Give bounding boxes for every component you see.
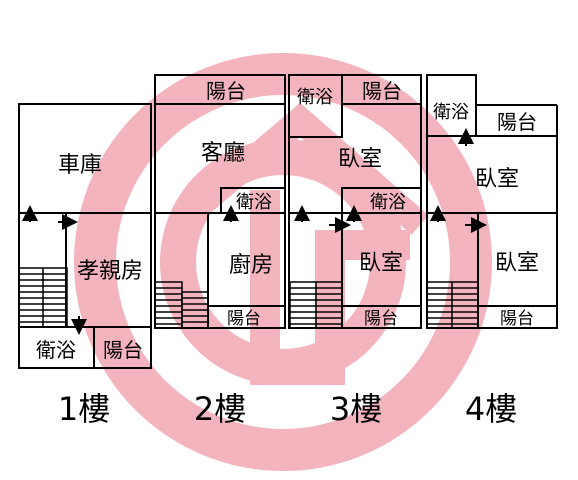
floor-4-balcony-top-label: 陽台	[497, 110, 537, 134]
floor-3-balcony-bottom-label: 陽台	[364, 309, 398, 329]
floor-3-stairs	[289, 281, 343, 329]
floor-3-bath-mid-label: 衛浴	[370, 192, 406, 213]
floor-1-balcony-label: 陽台	[103, 338, 143, 362]
floor-2-kitchen-label: 廚房	[229, 253, 273, 278]
floor-2-living-label: 客廳	[201, 141, 245, 166]
floor-2-stairs	[154, 281, 209, 329]
floor-3-bedroom-top-label: 臥室	[338, 147, 382, 172]
floor-4-stairs	[426, 281, 479, 329]
floor-2-balcony-bottom-label: 陽台	[227, 309, 261, 329]
floor-3-title: 3樓	[330, 390, 382, 428]
floor-4-balcony-bottom-label: 陽台	[500, 309, 534, 329]
floor-1-garage-label: 車庫	[58, 153, 102, 178]
floor-2-plan	[154, 74, 286, 329]
floor-1-title: 1樓	[58, 390, 110, 428]
floor-3-arrows	[294, 205, 362, 233]
floor-3-bath-top-label: 衛浴	[297, 87, 333, 108]
floor-2-bath-label: 衛浴	[236, 192, 272, 213]
floor-4-bath-top-label: 衛浴	[433, 102, 469, 123]
floor-1-bedroom-label: 孝親房	[77, 259, 143, 284]
floor-3-bedroom-bottom-label: 臥室	[359, 251, 403, 276]
floor-2-title: 2樓	[194, 390, 246, 428]
floor-4-bedroom-bottom-label: 臥室	[495, 251, 539, 276]
floor-4-title: 4樓	[465, 390, 517, 428]
floor-2-balcony-top-label: 陽台	[206, 79, 246, 103]
floor-4-bedroom-top-label: 臥室	[475, 167, 519, 192]
floor-1-bath-label: 衛浴	[36, 338, 76, 362]
floor-1-arrows	[22, 205, 87, 335]
floor-1-stairs	[18, 267, 68, 328]
floor-4-arrows	[430, 128, 487, 233]
floor-3-balcony-top-label: 陽台	[362, 79, 402, 103]
